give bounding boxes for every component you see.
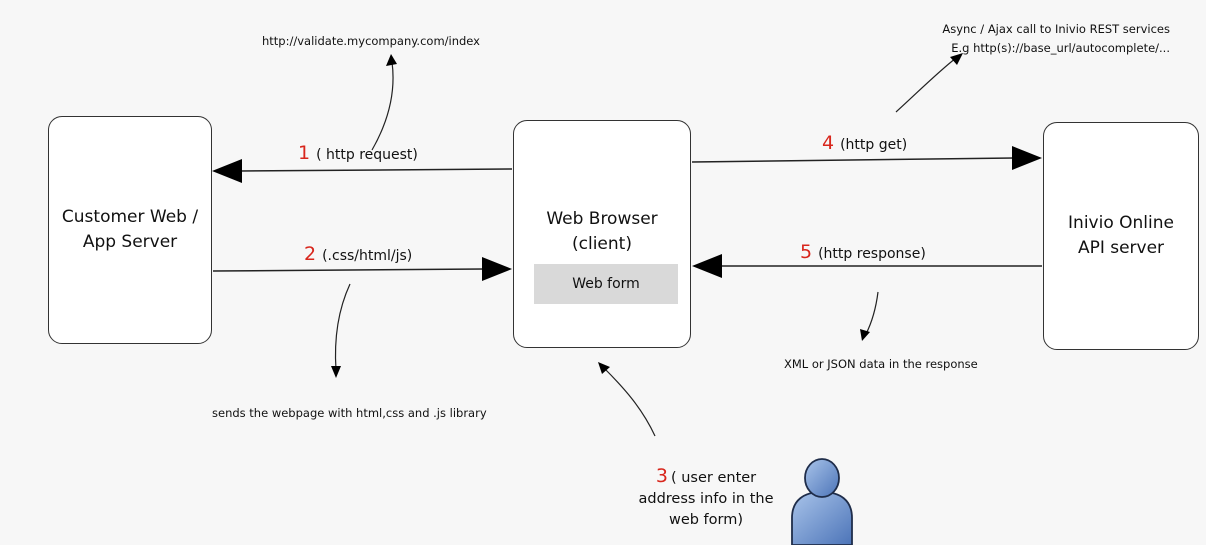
flow-5-number: 5 [800, 241, 813, 263]
async-call-line-2: E.g http(s)://base_url/autocomplete/... [951, 41, 1170, 55]
web-browser-title: Web Browser (client) [546, 209, 658, 254]
arrow-2-line [212, 268, 485, 272]
flow-1-label: 1 ( http request) [298, 142, 418, 164]
annotation-arrow-async [895, 57, 957, 113]
user-step-label: 3( user enter address info in the web fo… [618, 466, 794, 531]
arrow-4-head [1012, 146, 1042, 170]
flow-4-label: 4 (http get) [822, 132, 907, 154]
flow-2-number: 2 [304, 243, 317, 265]
user-step-line-1: 3( user enter [618, 466, 794, 489]
annotation-arrow-user-head [598, 362, 610, 374]
async-call-note: Async / Ajax call to Inivio REST service… [900, 20, 1170, 58]
arrow-1-head [212, 159, 242, 183]
annotation-arrow-sends-head [331, 366, 341, 378]
flow-1-number: 1 [298, 142, 311, 164]
annotation-arrow-xml-head [860, 329, 870, 341]
web-browser-box: Web Browser (client) [513, 120, 691, 348]
user-step-text-1: ( user enter [670, 470, 757, 486]
user-step-number: 3 [655, 465, 668, 487]
validate-url-note: http://validate.mycompany.com/index [262, 34, 480, 48]
user-step-line-2: address info in the [638, 491, 774, 507]
flow-2-text: (.css/html/js) [322, 248, 413, 264]
user-step-line-3: web form) [668, 512, 744, 528]
flow-2-label: 2 (.css/html/js) [304, 243, 412, 265]
flow-4-number: 4 [822, 132, 835, 154]
arrow-5-head [692, 254, 722, 278]
flow-5-text: (http response) [818, 246, 926, 262]
sends-webpage-note: sends the webpage with html,css and .js … [212, 406, 487, 420]
annotation-arrow-validate-head [386, 54, 397, 66]
annotation-arrow-sends [334, 283, 351, 371]
xml-json-note: XML or JSON data in the response [784, 357, 978, 371]
customer-server-box: Customer Web / App Server [48, 116, 212, 344]
user-person-icon [791, 458, 853, 545]
web-form-label: Web form [572, 276, 640, 292]
annotation-arrow-xml [865, 291, 879, 335]
flow-4-text: (http get) [840, 137, 908, 153]
flow-5-label: 5 (http response) [800, 241, 926, 263]
arrow-1-line [239, 168, 513, 172]
api-server-box: Inivio Online API server [1043, 122, 1199, 350]
customer-server-title: Customer Web / App Server [61, 207, 199, 252]
annotation-arrow-user [603, 367, 656, 437]
async-call-line-1: Async / Ajax call to Inivio REST service… [942, 22, 1170, 36]
api-server-title: Inivio Online API server [1068, 213, 1174, 258]
web-form-box: Web form [534, 264, 678, 304]
flow-1-text: ( http request) [316, 147, 418, 163]
annotation-arrow-validate [371, 61, 394, 151]
annotation-arrow-async-head [950, 53, 963, 65]
arrow-4-line [691, 157, 1015, 163]
arrow-2-head [482, 257, 512, 281]
